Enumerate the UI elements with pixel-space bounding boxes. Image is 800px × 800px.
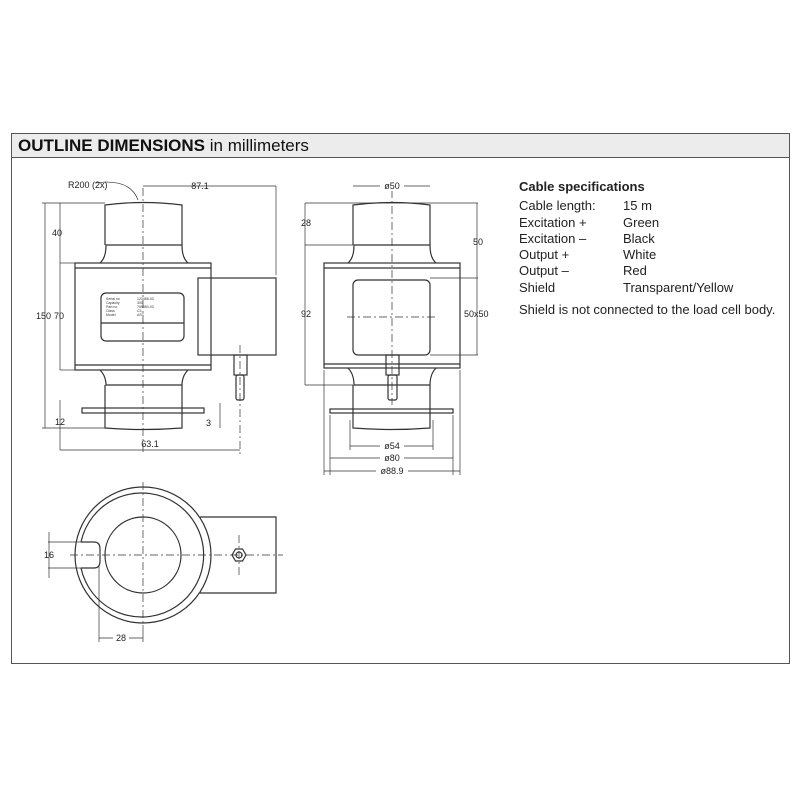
dim-28: 28: [301, 218, 311, 228]
spec-row: Output + White: [519, 247, 775, 263]
outline-dimensions-panel: OUTLINE DIMENSIONS in millimeters: [11, 133, 790, 664]
cable-spec-title: Cable specifications: [519, 179, 645, 194]
dim-87-1: 87.1: [191, 181, 209, 191]
plate-serial-label: Serial no: [106, 297, 120, 301]
header-title: OUTLINE DIMENSIONS: [18, 136, 206, 155]
side-view: ø50 28 92 50 50x50 ø54 ø80 ø88.9: [301, 180, 489, 476]
section-header: OUTLINE DIMENSIONS in millimeters: [12, 134, 789, 158]
label-plate: [100, 292, 185, 342]
plate-part-value: 799550-03: [137, 305, 154, 309]
spec-value: White: [623, 247, 657, 263]
spec-row: Shield Transparent/Yellow: [519, 280, 775, 296]
plate-part-label: Part no: [106, 305, 117, 309]
spec-key: Excitation +: [519, 214, 587, 230]
spec-row: Output – Red: [519, 263, 775, 279]
spec-row: Excitation + Green: [519, 215, 775, 231]
dim-150: 150: [36, 311, 51, 321]
dim-63-1: 63.1: [141, 439, 159, 449]
dim-d50: ø50: [384, 181, 400, 191]
plate-class-label: Class: [106, 309, 115, 313]
dim-28-bottom: 28: [116, 633, 126, 643]
plate-capacity-value: 300: [137, 301, 143, 305]
spec-row: Excitation – Black: [519, 231, 775, 247]
dim-70: 70: [54, 311, 64, 321]
dim-d80: ø80: [384, 453, 400, 463]
spec-value: Transparent/Yellow: [623, 279, 734, 295]
dim-40: 40: [52, 228, 62, 238]
plate-capacity-label: Capacity: [106, 301, 120, 305]
spec-value: Green: [623, 214, 660, 230]
front-view: R200 (2x) 87.1 40 150 70 12 3 63.1 Seria…: [36, 180, 277, 455]
dim-d88-9: ø88.9: [380, 466, 403, 476]
cable-specifications: Cable specifications Cable length: 15 m E…: [519, 179, 775, 318]
dim-12: 12: [55, 417, 65, 427]
junction-box: [197, 277, 277, 356]
window: [352, 279, 431, 356]
spec-key: Shield: [519, 279, 556, 295]
dim-50: 50: [473, 237, 483, 247]
dim-d54: ø54: [384, 441, 400, 451]
dim-92: 92: [301, 309, 311, 319]
spec-key: Excitation –: [519, 230, 587, 246]
dim-3: 3: [206, 418, 211, 428]
spec-value: 15 m: [623, 198, 652, 214]
plate-model-label: Model: [106, 313, 116, 317]
spec-key: Output +: [519, 247, 570, 263]
header-subtitle: in millimeters: [205, 136, 309, 155]
spec-value: Red: [623, 263, 647, 279]
plate-class-value: C3: [137, 309, 142, 313]
plate-model-value: ASC: [137, 313, 145, 317]
dim-r200: R200 (2x): [68, 180, 108, 190]
spec-row: Cable length: 15 m: [519, 198, 775, 214]
spec-key: Cable length:: [519, 198, 596, 214]
dim-50x50: 50x50: [464, 309, 489, 319]
spec-value: Black: [623, 230, 655, 246]
dim-16: 16: [44, 550, 54, 560]
bottom-view: 16 28: [44, 482, 283, 643]
plate-serial-value: 123456-03: [137, 297, 154, 301]
spec-key: Output –: [519, 263, 569, 279]
shield-note: Shield is not connected to the load cell…: [519, 302, 776, 318]
